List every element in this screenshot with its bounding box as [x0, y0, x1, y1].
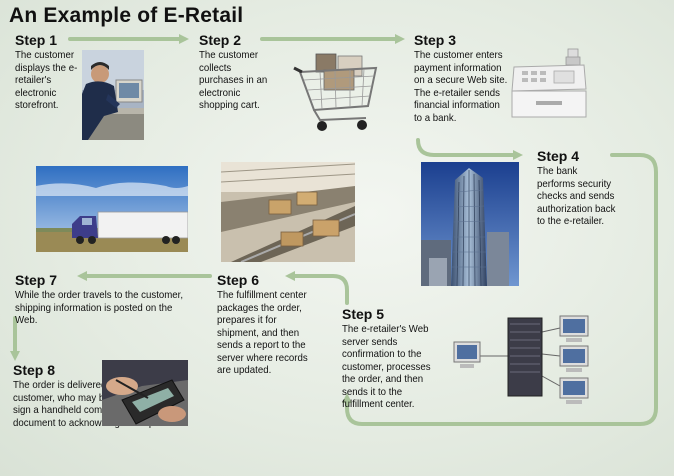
step-2-heading: Step 2 [199, 32, 242, 48]
step-5-heading: Step 5 [342, 306, 385, 322]
step-7-text: While the order travels to the customer,… [15, 289, 184, 326]
delivery-truck-image [36, 166, 188, 252]
step-6: Step 6 The fulfillment center packages t… [217, 272, 325, 377]
customer-at-computer-image [82, 50, 144, 140]
shopping-cart-image [290, 48, 385, 138]
step-2-text: The customer collects purchases in an el… [199, 49, 268, 111]
monitor-left [453, 341, 481, 368]
step-7-heading: Step 7 [15, 272, 58, 288]
office-tower-image [421, 162, 519, 286]
step-3-text: The customer enters payment information … [414, 49, 508, 124]
step-5: Step 5 The e-retailer's Web server sends… [342, 306, 454, 411]
step-8-heading: Step 8 [13, 362, 56, 378]
step-6-text: The fulfillment center packages the orde… [217, 289, 308, 376]
step-1: Step 1 The customer displays the e-retai… [15, 32, 83, 112]
step-4-text: The bank performs security checks and se… [537, 165, 616, 227]
step-7: Step 7 While the order travels to the cu… [15, 272, 210, 327]
diagram-title: An Example of E-Retail [9, 4, 244, 27]
step-3: Step 3 The customer enters payment infor… [414, 32, 518, 124]
server-network-image [450, 312, 600, 414]
step-1-heading: Step 1 [15, 32, 58, 48]
arrow-step5-step6 [285, 271, 349, 305]
step-2: Step 2 The customer collects purchases i… [199, 32, 285, 112]
arrow-step4-step5 [342, 153, 658, 426]
step-6-heading: Step 6 [217, 272, 260, 288]
cash-register-image [508, 45, 590, 127]
step-8: Step 8 The order is delivered to the cus… [13, 362, 160, 429]
step-5-text: The e-retailer's Web server sends confir… [342, 323, 431, 410]
conveyor-belt-image [221, 162, 355, 262]
step-3-heading: Step 3 [414, 32, 457, 48]
step-1-text: The customer displays the e-retailer's e… [15, 49, 78, 111]
arrow-step3-step4 [416, 138, 523, 160]
handheld-signature-image [102, 360, 188, 426]
step-4-heading: Step 4 [537, 148, 580, 164]
step-4: Step 4 The bank performs security checks… [537, 148, 625, 228]
